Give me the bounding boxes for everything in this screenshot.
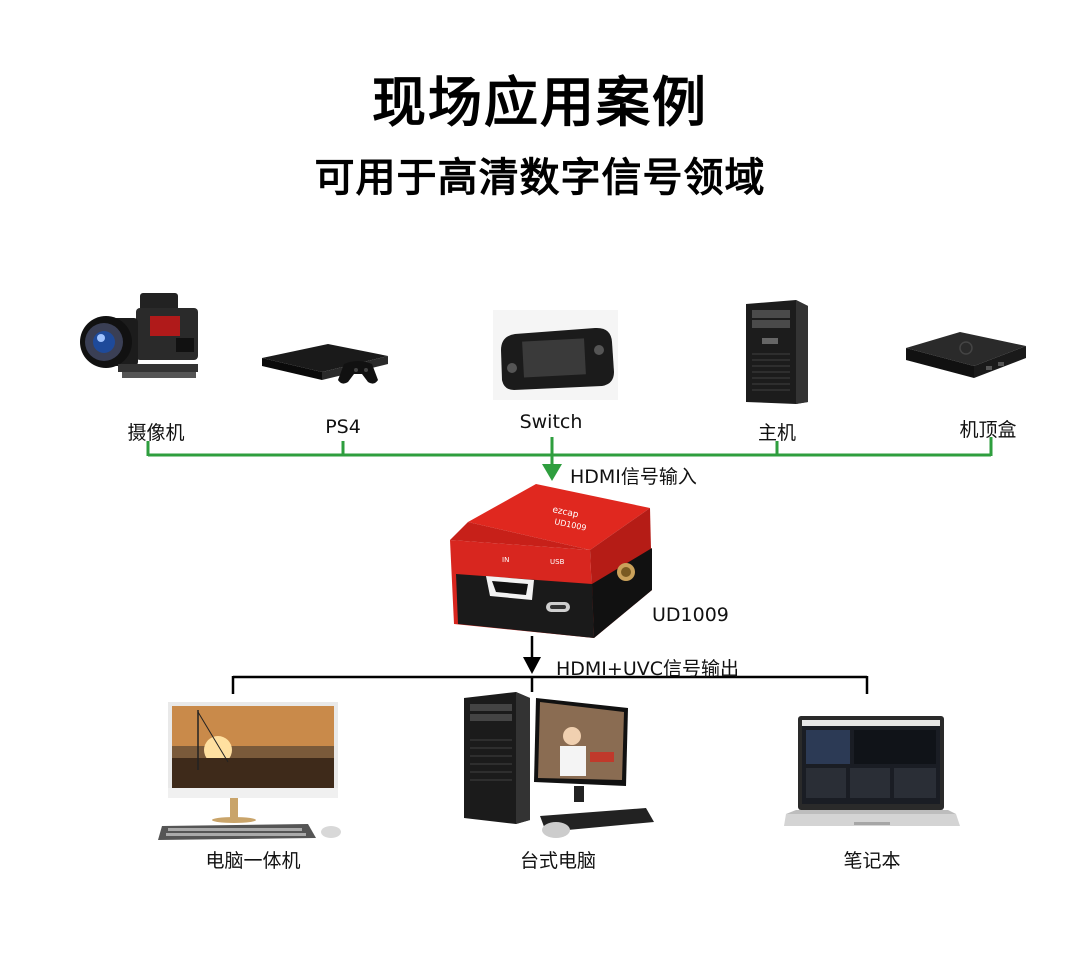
target-label-desktop: 台式电脑 [519,850,597,872]
source-label-settopbox: 机顶盒 [959,419,1017,441]
handheld-console-icon [493,310,618,400]
page-subtitle: 可用于高清数字信号领域 [314,155,766,201]
source-label-switch: Switch [519,411,583,433]
port-in-label: IN [502,556,509,564]
source-label-host: 主机 [757,422,797,444]
device-model-label: UD1009 [652,604,729,626]
cinema-camera-icon [80,293,198,378]
game-console-icon [262,344,388,384]
input-arrow-icon [542,464,562,481]
input-signal-label: HDMI信号输入 [570,466,697,488]
set-top-box-icon [906,332,1026,378]
target-label-allinone: 电脑一体机 [205,850,301,872]
port-usb-label: USB [550,558,565,566]
page-title: 现场应用案例 [372,71,708,134]
target-label-laptop: 笔记本 [843,850,901,872]
capture-device-icon: ezcap UD1009 IN USB [450,484,652,638]
all-in-one-pc-icon [158,702,341,840]
desktop-pc-icon [464,692,654,838]
output-signal-label: HDMI+UVC信号输出 [556,658,740,680]
laptop-icon [784,716,960,826]
output-arrow-icon [523,657,541,674]
source-label-camera: 摄像机 [127,422,185,444]
desktop-tower-icon [746,300,808,404]
source-label-ps4: PS4 [325,416,361,438]
